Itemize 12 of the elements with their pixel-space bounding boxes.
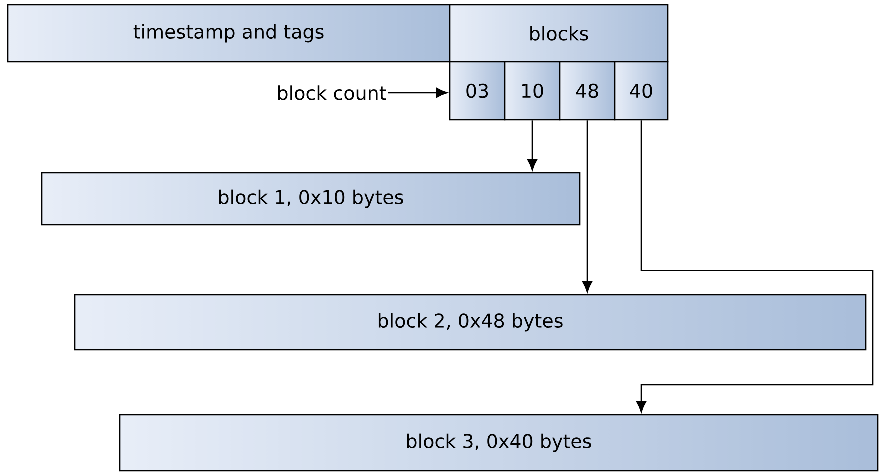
arrow	[636, 120, 874, 413]
cell: 48	[559, 61, 616, 121]
block-box: block 1, 0x10 bytes	[41, 172, 581, 226]
label-text: block count	[278, 86, 386, 100]
cell: 40	[614, 61, 669, 121]
arrow	[388, 88, 448, 98]
arrow	[528, 120, 538, 171]
arrow	[582, 120, 592, 293]
cell: 03	[449, 61, 506, 121]
cell: 10	[504, 61, 561, 121]
block-box: block 3, 0x40 bytes	[119, 414, 879, 472]
block-box: block 2, 0x48 bytes	[74, 294, 867, 351]
